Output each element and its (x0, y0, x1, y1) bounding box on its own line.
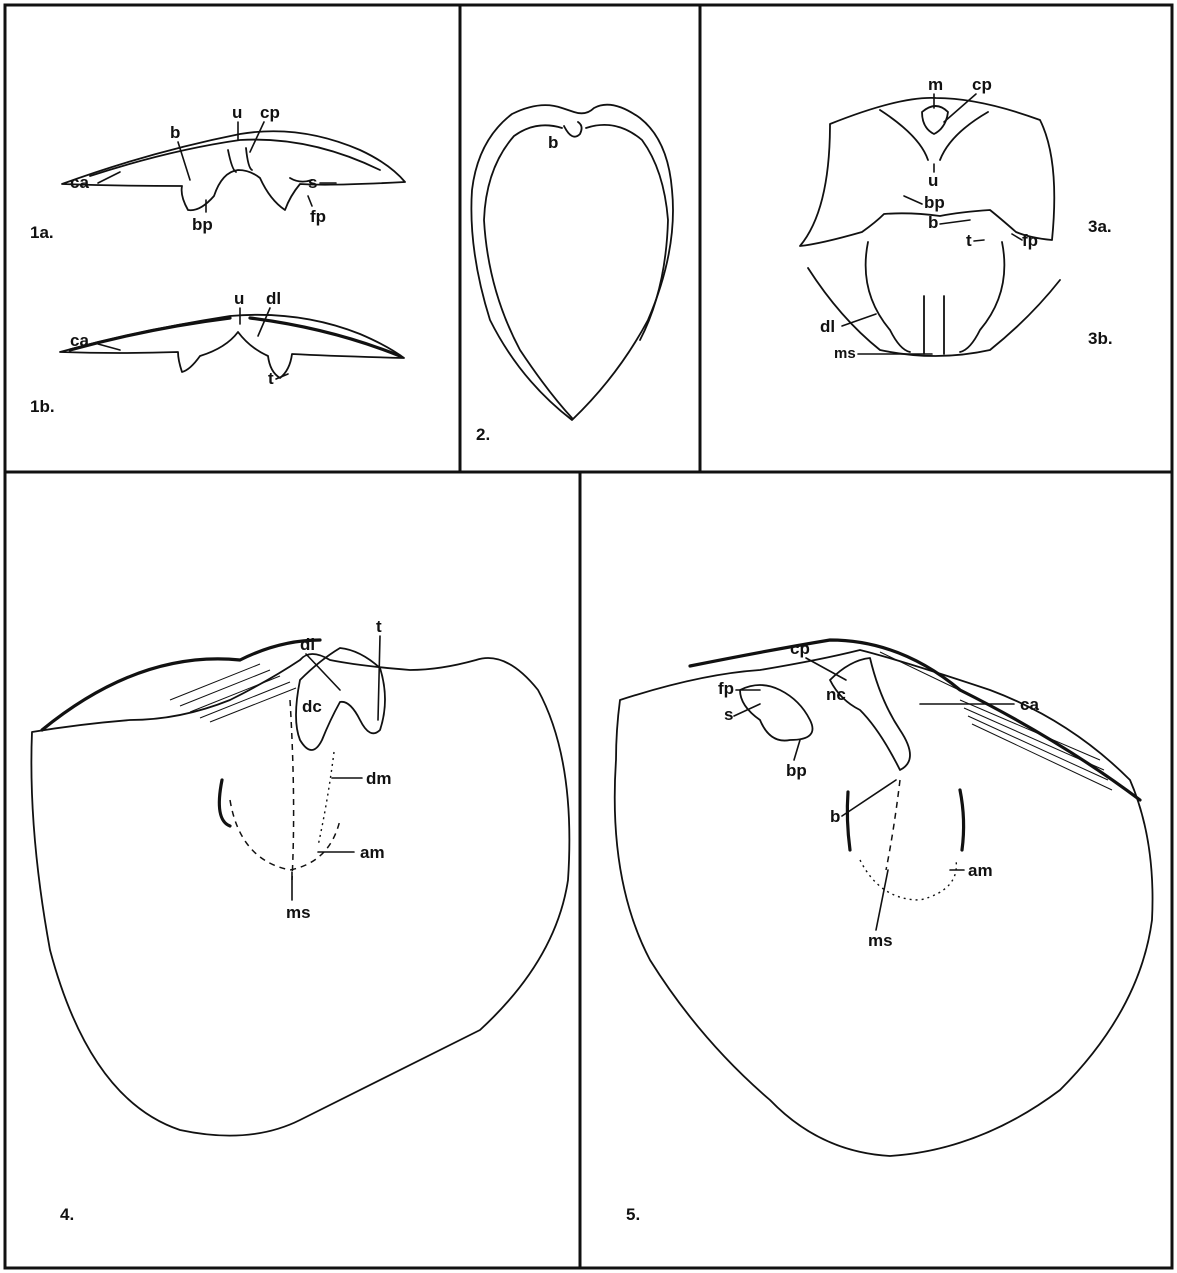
valve-4-median-septum (290, 700, 294, 880)
leader-3a-fp (1012, 234, 1022, 240)
valve-5-brachiophore (740, 685, 813, 741)
valve-4-dorsal-margin (318, 752, 334, 846)
figure-number-3a: 3a. (1088, 217, 1112, 236)
figure-2: b 2. (471, 105, 673, 444)
label-5-s: s (724, 705, 733, 724)
label-1a-cp: cp (260, 103, 280, 122)
leader-5-ms (876, 870, 888, 930)
label-4-dl: dl (300, 635, 315, 654)
label-3a-bp: bp (924, 193, 945, 212)
valve-2-inner-left (484, 125, 572, 418)
label-5-ca: ca (1020, 695, 1039, 714)
figure-number-4: 4. (60, 1205, 74, 1224)
valve-5-scar-right (960, 790, 964, 850)
valve-2-inner-right (586, 125, 668, 340)
shell-1b-thick-edge-right (250, 318, 400, 356)
shell-3b-outline (808, 268, 1060, 356)
label-4-dc: dc (302, 697, 322, 716)
label-5-bp: bp (786, 761, 807, 780)
label-5-cp-leader (806, 658, 846, 680)
leader-1a-ca (98, 172, 120, 183)
figure-number-1b: 1b. (30, 397, 55, 416)
valve-4-hinge-margin (42, 640, 320, 730)
valve-4-muscle-scar (230, 800, 340, 870)
label-2-b: b (548, 133, 558, 152)
label-1a-u: u (232, 103, 242, 122)
label-4-dm: dm (366, 769, 392, 788)
label-5-nc: nc (826, 685, 846, 704)
valve-5-median-septum (886, 780, 900, 870)
leader-4-t (378, 636, 380, 720)
label-1a-ca: ca (70, 173, 89, 192)
figure-1a: ca b u cp s bp fp 1a. (30, 103, 405, 242)
valve-4-scar-left (219, 780, 230, 826)
label-5-fp: fp (718, 679, 734, 698)
valve-5-scar-left (847, 792, 850, 850)
shell-3a-interior (880, 110, 988, 160)
label-1b-t: t (268, 369, 274, 388)
label-5-b: b (830, 807, 840, 826)
figure-4: dl t dc dm am ms 4. (31, 617, 569, 1224)
valve-2-hinge (564, 122, 582, 137)
valve-5-outline (615, 650, 1153, 1156)
leader-5-s (734, 704, 760, 716)
leader-1a-b (178, 142, 190, 180)
leader-1a-fp (308, 196, 312, 206)
label-1a-fp: fp (310, 207, 326, 226)
label-3a-b: b (928, 213, 938, 232)
label-1a-s: s (308, 173, 317, 192)
leader-3a-t (974, 240, 984, 241)
myophore-septum-3b (924, 296, 944, 354)
label-1a-b: b (170, 123, 180, 142)
shell-1b-outline (60, 315, 404, 378)
label-1a-bp: bp (192, 215, 213, 234)
leader-1b-ca (98, 344, 120, 350)
label-3a-u: u (928, 171, 938, 190)
figure-1b: ca u dl t 1b. (30, 289, 404, 416)
label-1b-ca: ca (70, 331, 89, 350)
label-3a-m: m (928, 75, 943, 94)
figure-number-2: 2. (476, 425, 490, 444)
label-3a-t: t (966, 231, 972, 250)
leader-3a-bp (904, 196, 922, 204)
leader-5-bp (794, 740, 800, 760)
valve-5-muscle-scar (860, 860, 956, 900)
leader-5-b (842, 780, 896, 816)
figure-5: cp nc fp s bp b ca ms am 5. (615, 639, 1153, 1224)
figure-number-5: 5. (626, 1205, 640, 1224)
label-4-t: t (376, 617, 382, 636)
valve-5-hinge-margin (690, 640, 1140, 800)
label-3a-fp: fp (1022, 231, 1038, 250)
figure-3: m cp u bp b t fp dl ms 3a. 3b. (800, 75, 1113, 362)
shell-3b-arms (866, 242, 1005, 352)
figure-number-3b: 3b. (1088, 329, 1113, 348)
hinge-3a (922, 106, 948, 134)
label-5-am: am (968, 861, 993, 880)
outer-frame (5, 5, 1172, 1268)
leader-3a-b (940, 220, 970, 224)
label-3b-ms: ms (834, 345, 856, 362)
label-4-am: am (360, 843, 385, 862)
shell-1b-thick-edge (70, 318, 230, 350)
umbo-1a (228, 148, 252, 172)
valve-4-outline (31, 654, 569, 1136)
label-1b-u: u (234, 289, 244, 308)
label-5-cp: cp (790, 639, 810, 658)
valve-5-notothyrial-cavity (830, 658, 910, 770)
label-5-ms: ms (868, 931, 893, 950)
label-3b-dl: dl (820, 317, 835, 336)
shell-1a-outline (62, 131, 405, 210)
valve-5-hatching (880, 652, 1112, 790)
panel-frames (5, 5, 1172, 1268)
label-1b-dl: dl (266, 289, 281, 308)
label-3a-cp: cp (972, 75, 992, 94)
leader-1a-cp (250, 122, 264, 152)
figure-number-1a: 1a. (30, 223, 54, 242)
label-4-ms: ms (286, 903, 311, 922)
